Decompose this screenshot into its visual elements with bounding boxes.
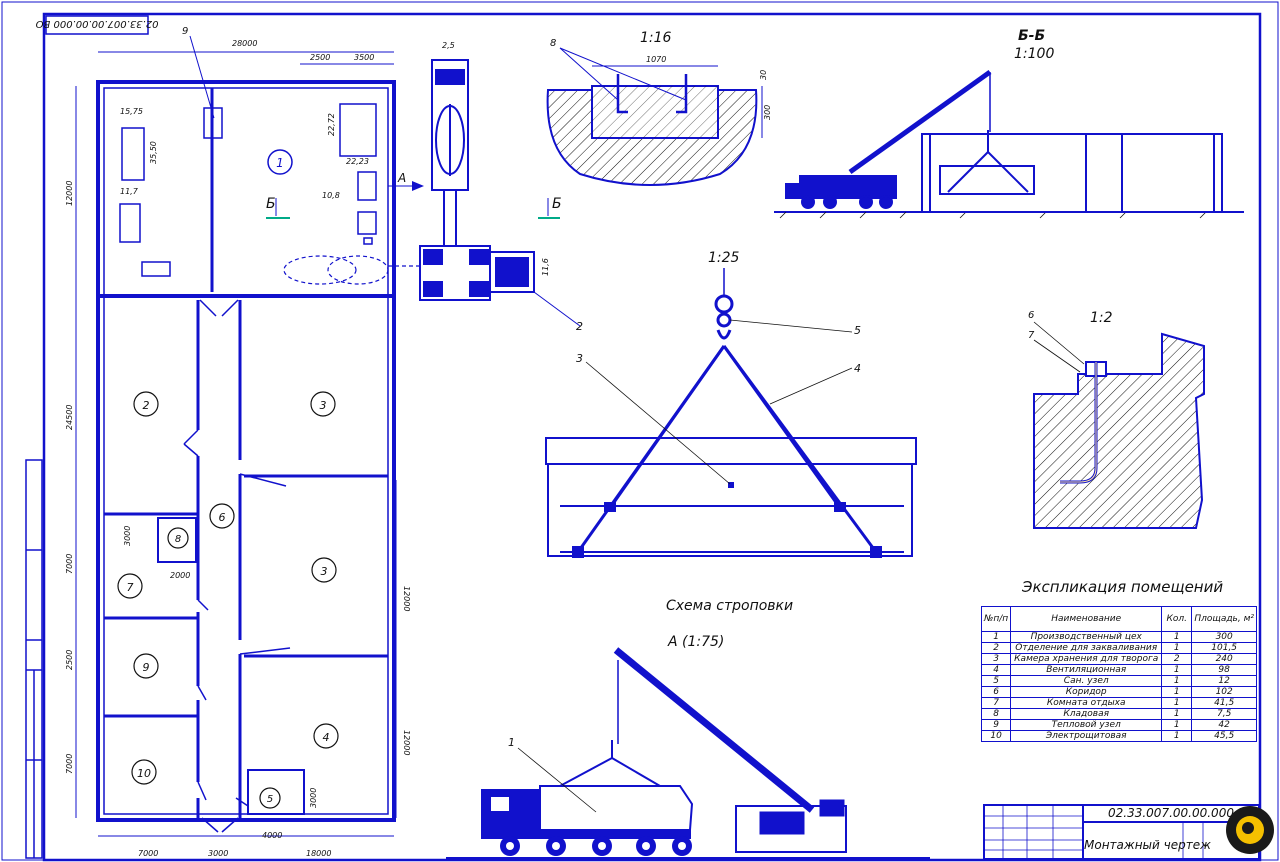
- section-bb-title: Б-Б: [1018, 28, 1045, 44]
- col-name: Наименование: [1010, 606, 1163, 632]
- room-marker-9: 9: [143, 661, 150, 674]
- sling-scale: 1:25: [708, 250, 740, 266]
- view-a-callout-1: 1: [508, 736, 515, 749]
- room-marker-7: 7: [127, 581, 134, 594]
- dim-equip-6: 10,8: [322, 191, 340, 200]
- dim-room8-w: 3000: [123, 526, 132, 546]
- room-marker-5: 5: [267, 794, 273, 805]
- dim-equip-1: 15,75: [120, 107, 143, 116]
- dim-left-e: 7000: [65, 754, 74, 774]
- room-marker-4: 4: [323, 731, 330, 744]
- binding-strip: [25, 459, 43, 859]
- room-markers: 1 2 3 4 5 6 7 8 9 3 10: [117, 149, 339, 809]
- col-area: Площадь, м²: [1191, 606, 1257, 632]
- detail-116-callout: 8: [550, 38, 556, 49]
- detail-116-dim-w: 1070: [646, 55, 666, 64]
- dim-top-total: 28000: [232, 39, 257, 48]
- room-marker-3: 3: [320, 399, 327, 412]
- col-number: №п/п: [980, 606, 1012, 632]
- dim-bottom-b: 3000: [208, 849, 228, 858]
- detail-12: 1:2 6 7: [1028, 310, 1205, 529]
- dim-equip-4: 22,72: [327, 113, 336, 136]
- sling-scheme: 1:25 3 4 5 Схема строповки: [545, 250, 917, 614]
- dim-equip-3: 11,7: [120, 187, 139, 196]
- dim-left-total: 12000: [65, 181, 74, 206]
- section-mark-left: Б: [266, 196, 276, 212]
- inner-frame: [42, 12, 1262, 862]
- detail-116-dim-h1: 30: [759, 70, 768, 80]
- dim-equip-2: 35,50: [149, 141, 158, 164]
- dim-left-mid: 24500: [65, 405, 74, 430]
- room-marker-6: 6: [219, 511, 226, 524]
- title-block-code: 02.33.007.00.00.000 ВО: [1108, 806, 1256, 820]
- detail-12-callout-7: 7: [1028, 330, 1035, 341]
- room-table-header: №п/п Наименование Кол. Площадь, м²: [980, 606, 1257, 632]
- detail-116: 1:16 8 1070 30 300: [546, 30, 772, 186]
- title-block-name: Монтажный чертеж: [1084, 838, 1211, 852]
- dim-right-a: 12000: [402, 586, 411, 611]
- room-marker-1: 1: [276, 156, 284, 170]
- view-a-mark: А: [397, 171, 406, 185]
- section-bb-scale: 1:100: [1014, 46, 1054, 62]
- dim-room5-w: 3000: [309, 788, 318, 808]
- crane-top-view: 2: [419, 59, 583, 333]
- room-marker-2: 2: [143, 399, 150, 412]
- dim-top-a: 2500: [310, 53, 330, 62]
- detail-116-scale: 1:16: [640, 30, 672, 46]
- callout-9: 9: [182, 26, 188, 37]
- view-a-title: А (1:75): [667, 634, 724, 650]
- dim-bottom-d: 4000: [262, 831, 282, 840]
- stamp-box: [45, 15, 149, 35]
- room-table-title: Экспликация помещений: [1022, 578, 1224, 596]
- stamp-text: 02.33.007.00.00.000 ВО: [35, 18, 158, 29]
- detail-12-callout-6: 6: [1028, 310, 1034, 321]
- dim-left-d: 2500: [65, 650, 74, 670]
- dim-bottom-a: 7000: [138, 849, 158, 858]
- view-a: А (1:75) 1: [446, 634, 930, 859]
- watermark-logo: [1226, 806, 1274, 854]
- sling-caption: Схема строповки: [666, 598, 793, 614]
- room-marker-10: 10: [137, 767, 151, 780]
- callout-2: 2: [576, 320, 583, 333]
- sling-callout-3: 3: [576, 352, 583, 365]
- sling-callout-4: 4: [854, 362, 861, 375]
- room-marker-3b: 3: [321, 565, 328, 578]
- dim-right-b: 12000: [402, 730, 411, 755]
- dim-room8-h: 2000: [170, 571, 190, 580]
- floor-plan: 9 Б Б А 1 2 3 4 5 6 7 8: [65, 26, 562, 858]
- col-count: Кол.: [1161, 606, 1193, 632]
- detail-12-scale: 1:2: [1090, 310, 1113, 326]
- plan-dimensions: [75, 51, 397, 837]
- dim-left-c: 7000: [65, 554, 74, 574]
- dim-equip-5: 22,23: [346, 157, 369, 166]
- dim-top-b: 3500: [354, 53, 374, 62]
- room-marker-8: 8: [175, 534, 181, 545]
- dim-bottom-c: 18000: [306, 849, 331, 858]
- logo-center: [1242, 822, 1254, 834]
- detail-116-dim-h2: 300: [763, 105, 772, 120]
- sling-callout-5: 5: [854, 324, 861, 337]
- section-mark-right: Б: [552, 196, 562, 212]
- dim-truck-w: 11,6: [541, 258, 550, 276]
- dim-crane-w: 2,5: [442, 41, 455, 50]
- section-bb: Б-Б 1:100: [774, 28, 1244, 219]
